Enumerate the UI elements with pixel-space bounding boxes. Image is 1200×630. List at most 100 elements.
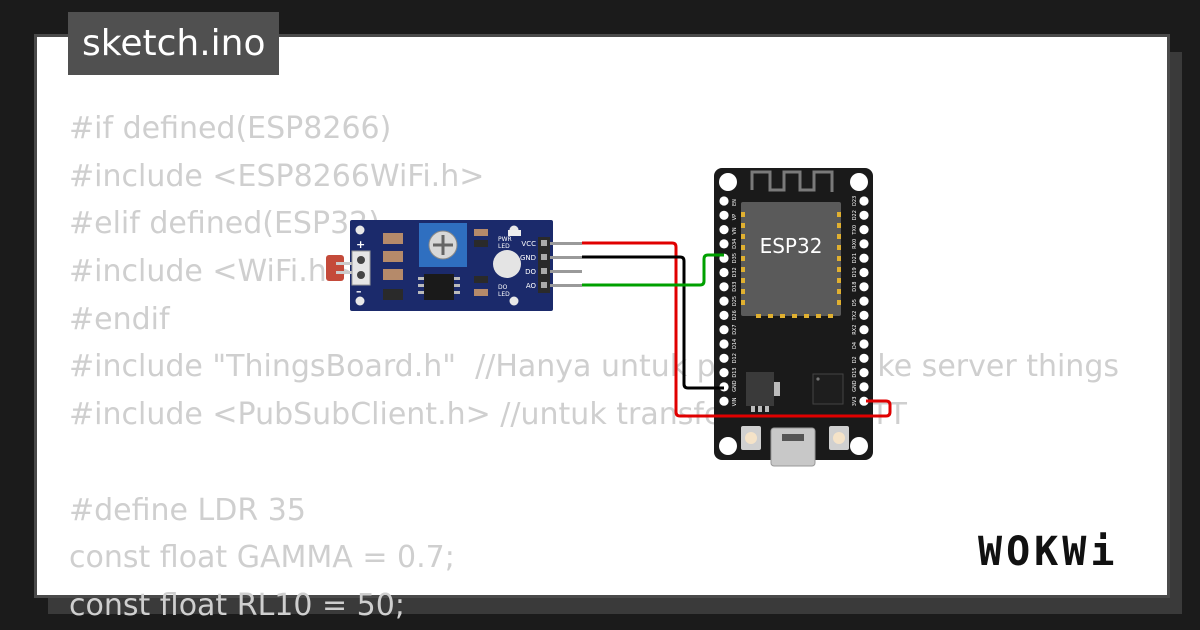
header-pin-left[interactable] xyxy=(719,267,729,278)
code-line: const float GAMMA = 0.7; xyxy=(69,540,455,576)
shield-pad xyxy=(741,300,745,305)
sensor-pin-label: VCC xyxy=(521,240,536,248)
header-pin-left[interactable] xyxy=(719,310,729,320)
project-card[interactable]: #if defined(ESP8266) #include <ESP8266WiF… xyxy=(34,34,1170,623)
esp32-pin-label: D23 xyxy=(852,196,858,206)
header-pin-left[interactable] xyxy=(719,296,729,306)
antenna-icon xyxy=(750,170,834,192)
code-line: #if defined(ESP8266) xyxy=(69,111,392,146)
header-pin-right[interactable] xyxy=(859,225,869,235)
header-pin-right[interactable] xyxy=(859,196,869,206)
header-pin-left[interactable] xyxy=(719,225,729,235)
photoresistor-icon xyxy=(326,255,344,281)
esp32-pin-label: D14 xyxy=(732,339,738,349)
shield-pad xyxy=(837,300,841,305)
esp32-module-shield xyxy=(741,202,841,316)
mount-hole xyxy=(509,296,519,306)
esp32-pin-label: D26 xyxy=(732,310,738,320)
esp32-pin-label: VIN xyxy=(732,397,738,406)
header-pin-right[interactable] xyxy=(859,296,869,306)
header-pin-right[interactable] xyxy=(859,310,869,320)
header-pin-right[interactable] xyxy=(859,396,869,406)
shield-pad xyxy=(837,256,841,261)
header-pin-left[interactable] xyxy=(719,239,729,249)
header-pin-right[interactable] xyxy=(859,210,869,220)
esp32-pin-label: GND xyxy=(852,380,858,392)
wire-gnd xyxy=(582,255,724,390)
header-pin-left[interactable] xyxy=(719,196,729,206)
esp32-pin-label: TX2 xyxy=(852,311,858,322)
mount-hole xyxy=(355,225,365,235)
esp32-board[interactable]: ESP32 ENVPVND34D35D32D33D25D26D27D14D12D… xyxy=(714,168,873,467)
sensor-led-icon xyxy=(493,250,521,278)
shield-pad xyxy=(837,212,841,217)
wire-vcc xyxy=(582,241,892,418)
voltage-regulator xyxy=(746,372,774,406)
header-pin-right[interactable] xyxy=(859,239,869,249)
esp32-pin-label: D15 xyxy=(852,367,858,377)
esp32-pin-label: EN xyxy=(732,199,738,206)
resistor xyxy=(383,289,403,300)
header-pin-right[interactable] xyxy=(859,368,869,378)
svg-text:LED: LED xyxy=(498,243,510,250)
esp32-pin-label: D33 xyxy=(732,282,738,292)
esp32-pin-label: VP xyxy=(732,214,738,220)
shield-pad xyxy=(741,234,745,239)
esp32-pin-label: D32 xyxy=(732,267,738,277)
wires[interactable] xyxy=(582,241,892,418)
esp32-pin-label: D19 xyxy=(852,267,858,277)
mount-hole xyxy=(355,296,365,306)
header-pin-right[interactable] xyxy=(859,267,869,278)
pin-header xyxy=(538,237,550,293)
shield-pad xyxy=(816,314,821,318)
minus-label: – xyxy=(356,285,362,298)
esp32-pin-label: D34 xyxy=(732,239,738,249)
shield-pad xyxy=(837,245,841,250)
sketch-filename[interactable]: sketch.ino xyxy=(68,12,280,75)
header-pin-left[interactable] xyxy=(719,282,729,292)
code-line: #include <ESP8266WiFi.h> xyxy=(69,158,485,194)
header-pin-left[interactable] xyxy=(719,339,729,349)
sensor-pin-label: GND xyxy=(520,254,536,262)
esp32-pin-label: TX0 xyxy=(852,225,858,236)
shield-pad xyxy=(741,245,745,250)
header-pin-right[interactable] xyxy=(859,325,869,335)
header-pin-right[interactable] xyxy=(859,353,869,363)
esp32-pin-label: D13 xyxy=(732,367,738,377)
header-pin-left[interactable] xyxy=(719,368,729,378)
header-pin-right[interactable] xyxy=(859,282,869,292)
esp32-pin-label: D21 xyxy=(852,253,858,263)
shield-pad xyxy=(741,267,745,272)
sensor-pin-label: AO xyxy=(526,282,537,290)
header-pin-right[interactable] xyxy=(859,382,869,392)
esp32-pin-label: D35 xyxy=(732,253,738,263)
resistor xyxy=(383,251,403,262)
header-pin-left[interactable] xyxy=(719,396,729,406)
header-pin-left[interactable] xyxy=(719,325,729,335)
header-pin-left[interactable] xyxy=(719,210,729,220)
header-pin-right[interactable] xyxy=(859,339,869,349)
header-pin-left[interactable] xyxy=(719,353,729,363)
code-line: #define LDR 35 xyxy=(69,492,306,528)
micro-usb-port-icon xyxy=(770,427,816,467)
shield-pad xyxy=(741,278,745,283)
esp32-pin-label: D2 xyxy=(852,356,858,363)
resistor xyxy=(383,269,403,280)
esp32-pin-label: D4 xyxy=(852,342,858,349)
comparator-ic xyxy=(424,274,454,300)
wokwi-logo: WOKWi xyxy=(978,529,1119,575)
shield-pad xyxy=(792,314,797,318)
shield-pad xyxy=(768,314,773,318)
shield-pad xyxy=(804,314,809,318)
code-line: #elif defined(ESP32) xyxy=(69,206,380,242)
esp32-pin-label: GND xyxy=(732,380,738,392)
shield-pad xyxy=(837,289,841,294)
esp32-pin-label: VN xyxy=(732,227,738,234)
esp32-pin-label: D27 xyxy=(732,324,738,334)
shield-pad xyxy=(828,314,833,318)
esp32-pin-label: RX2 xyxy=(852,325,858,335)
header-pin-right[interactable] xyxy=(859,253,869,263)
shield-pad xyxy=(741,289,745,294)
